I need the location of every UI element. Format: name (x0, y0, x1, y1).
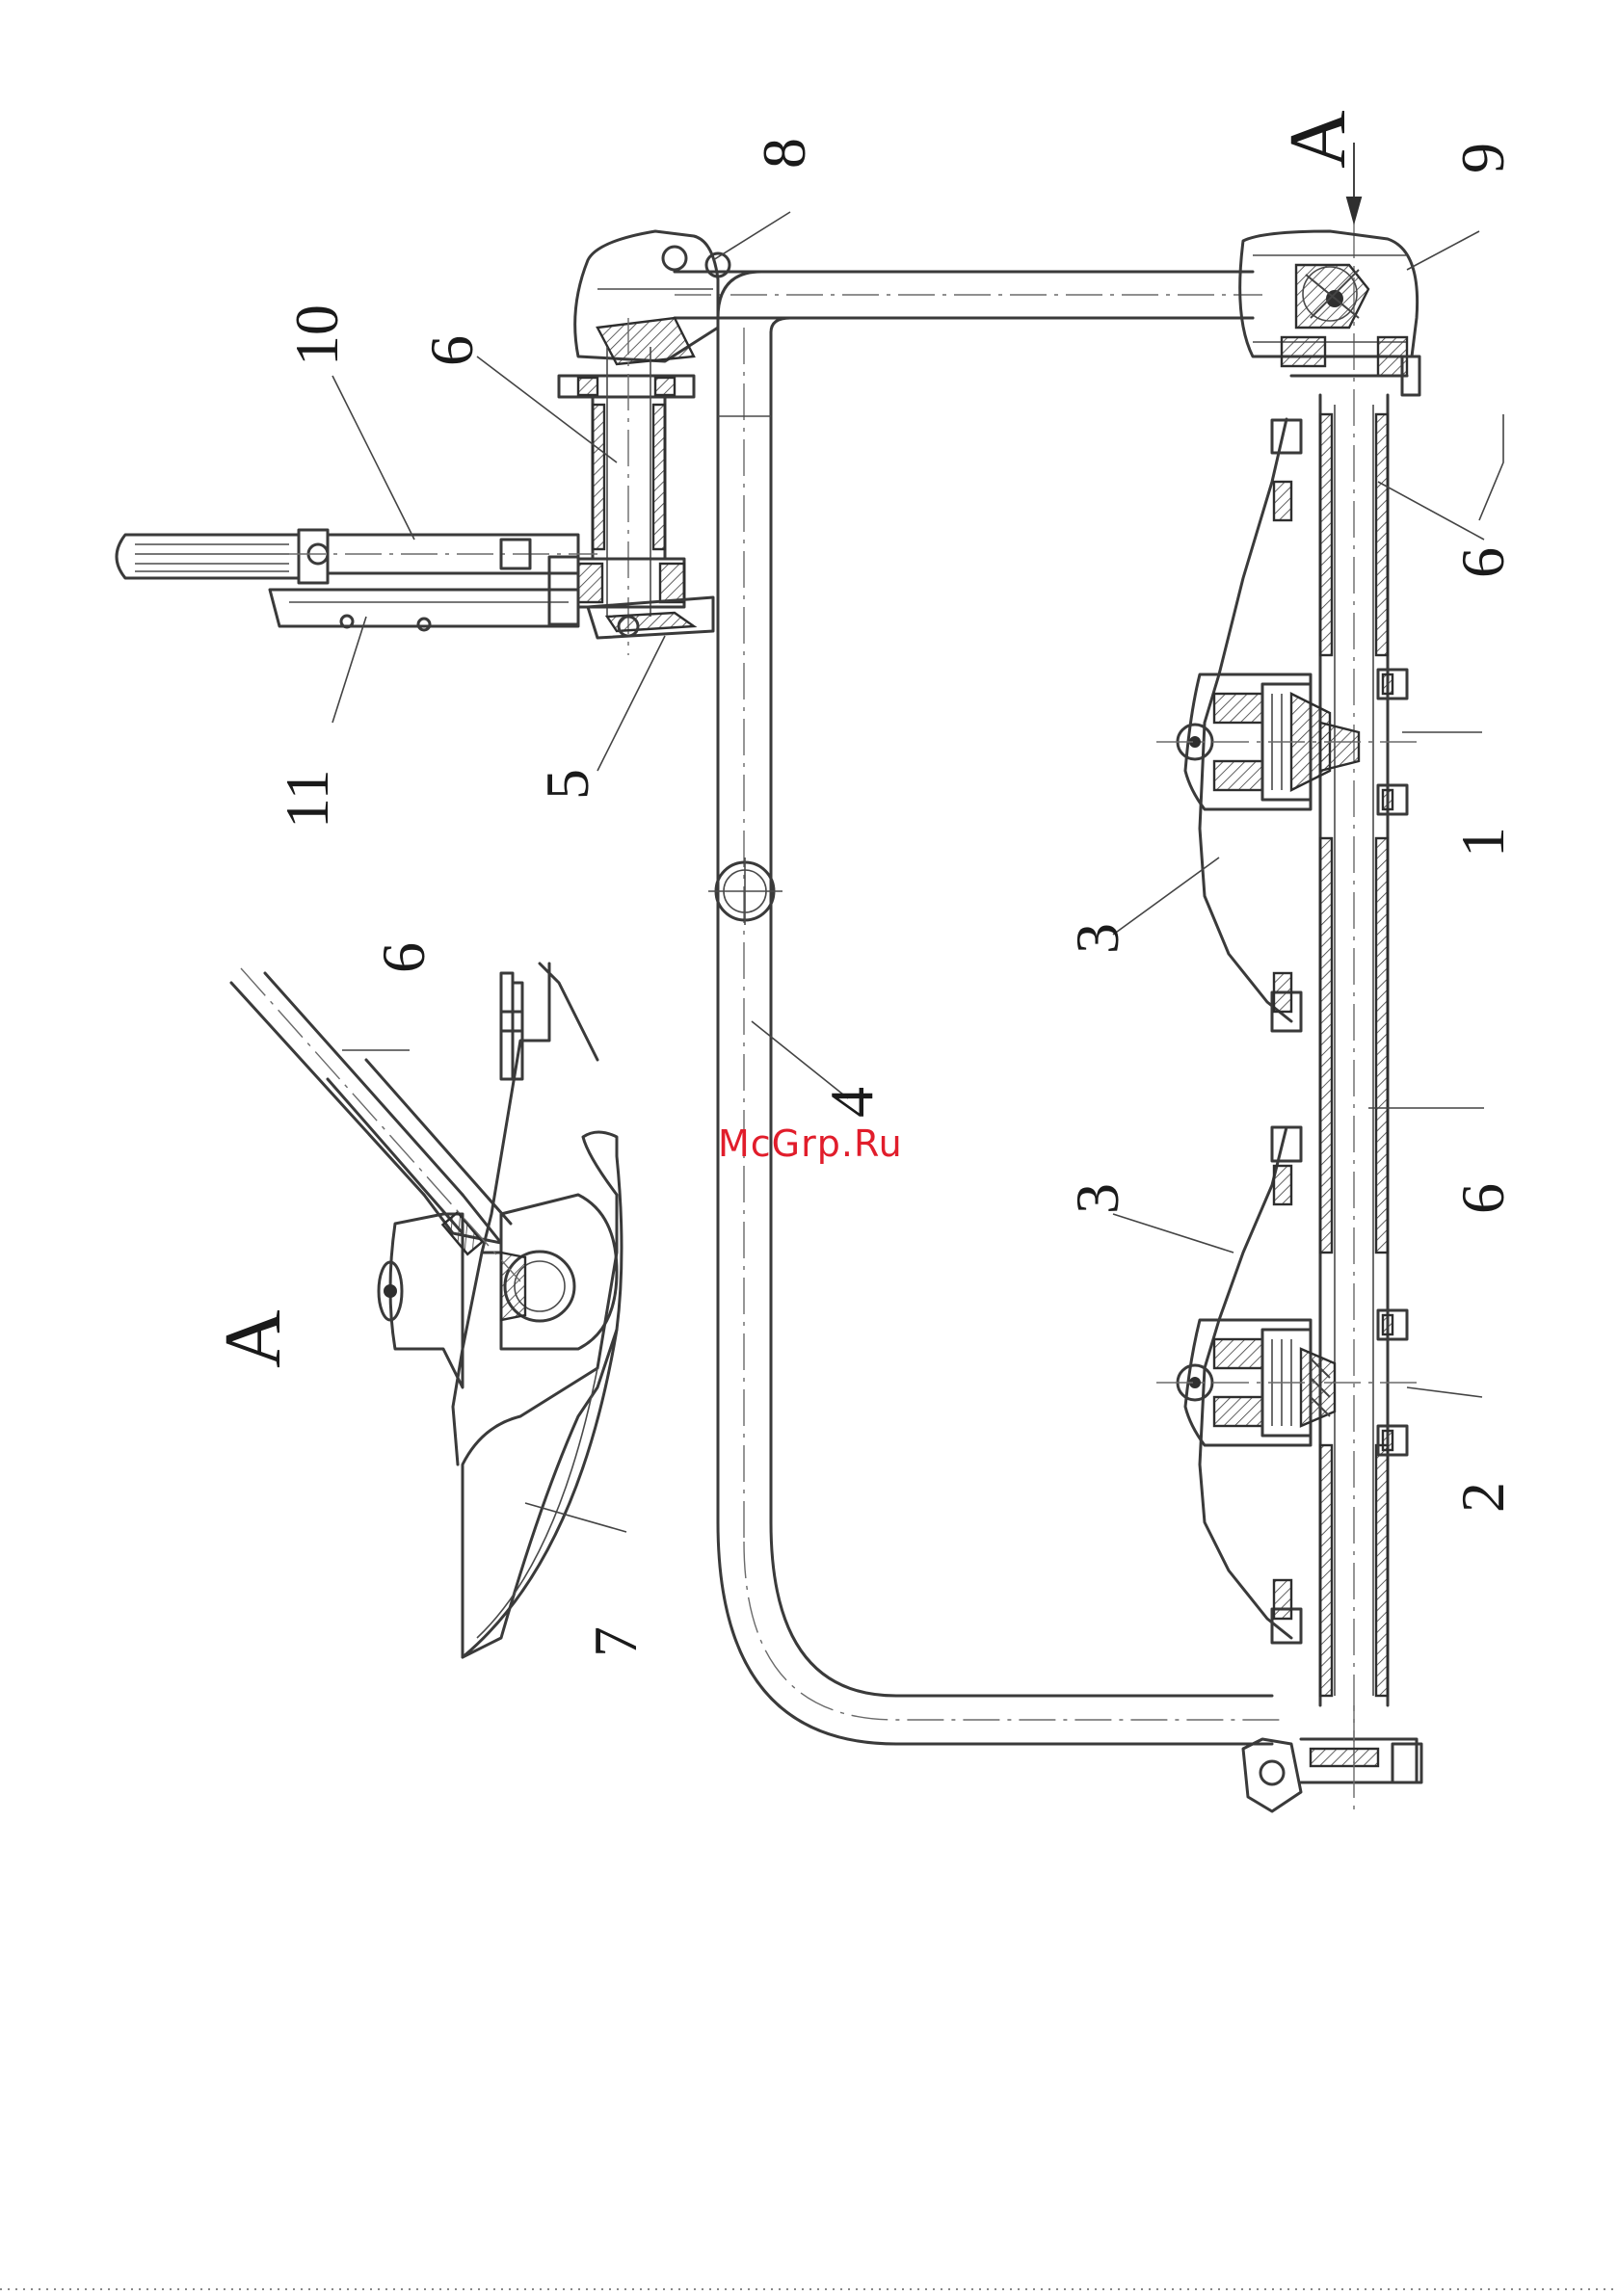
callout-6b: 6 (1448, 547, 1517, 578)
callout-6a: 6 (417, 335, 486, 366)
bottom-hinge (1243, 1705, 1421, 1811)
callout-9: 9 (1448, 143, 1517, 173)
callout-6c: 6 (1448, 1183, 1517, 1214)
callout-11: 11 (273, 769, 341, 829)
callout-3b: 3 (1063, 1183, 1131, 1214)
detail-view-letter: A (208, 1309, 298, 1368)
callout-7: 7 (581, 1626, 650, 1657)
callout-6d: 6 (369, 942, 438, 973)
section-view-letter: A (1273, 110, 1363, 169)
callout-3a: 3 (1063, 923, 1131, 954)
callout-1: 1 (1448, 827, 1517, 858)
frame-tube (675, 272, 1282, 1744)
gearbox-right (1240, 231, 1419, 395)
callout-5: 5 (533, 769, 601, 800)
callout-10: 10 (282, 304, 351, 366)
callout-8: 8 (750, 138, 818, 169)
callout-2: 2 (1448, 1482, 1517, 1513)
watermark: McGrp.Ru (718, 1122, 903, 1165)
callout-4: 4 (817, 1087, 886, 1118)
pto-shaft (117, 530, 597, 630)
drive-shaft-tube (1320, 222, 1388, 1763)
